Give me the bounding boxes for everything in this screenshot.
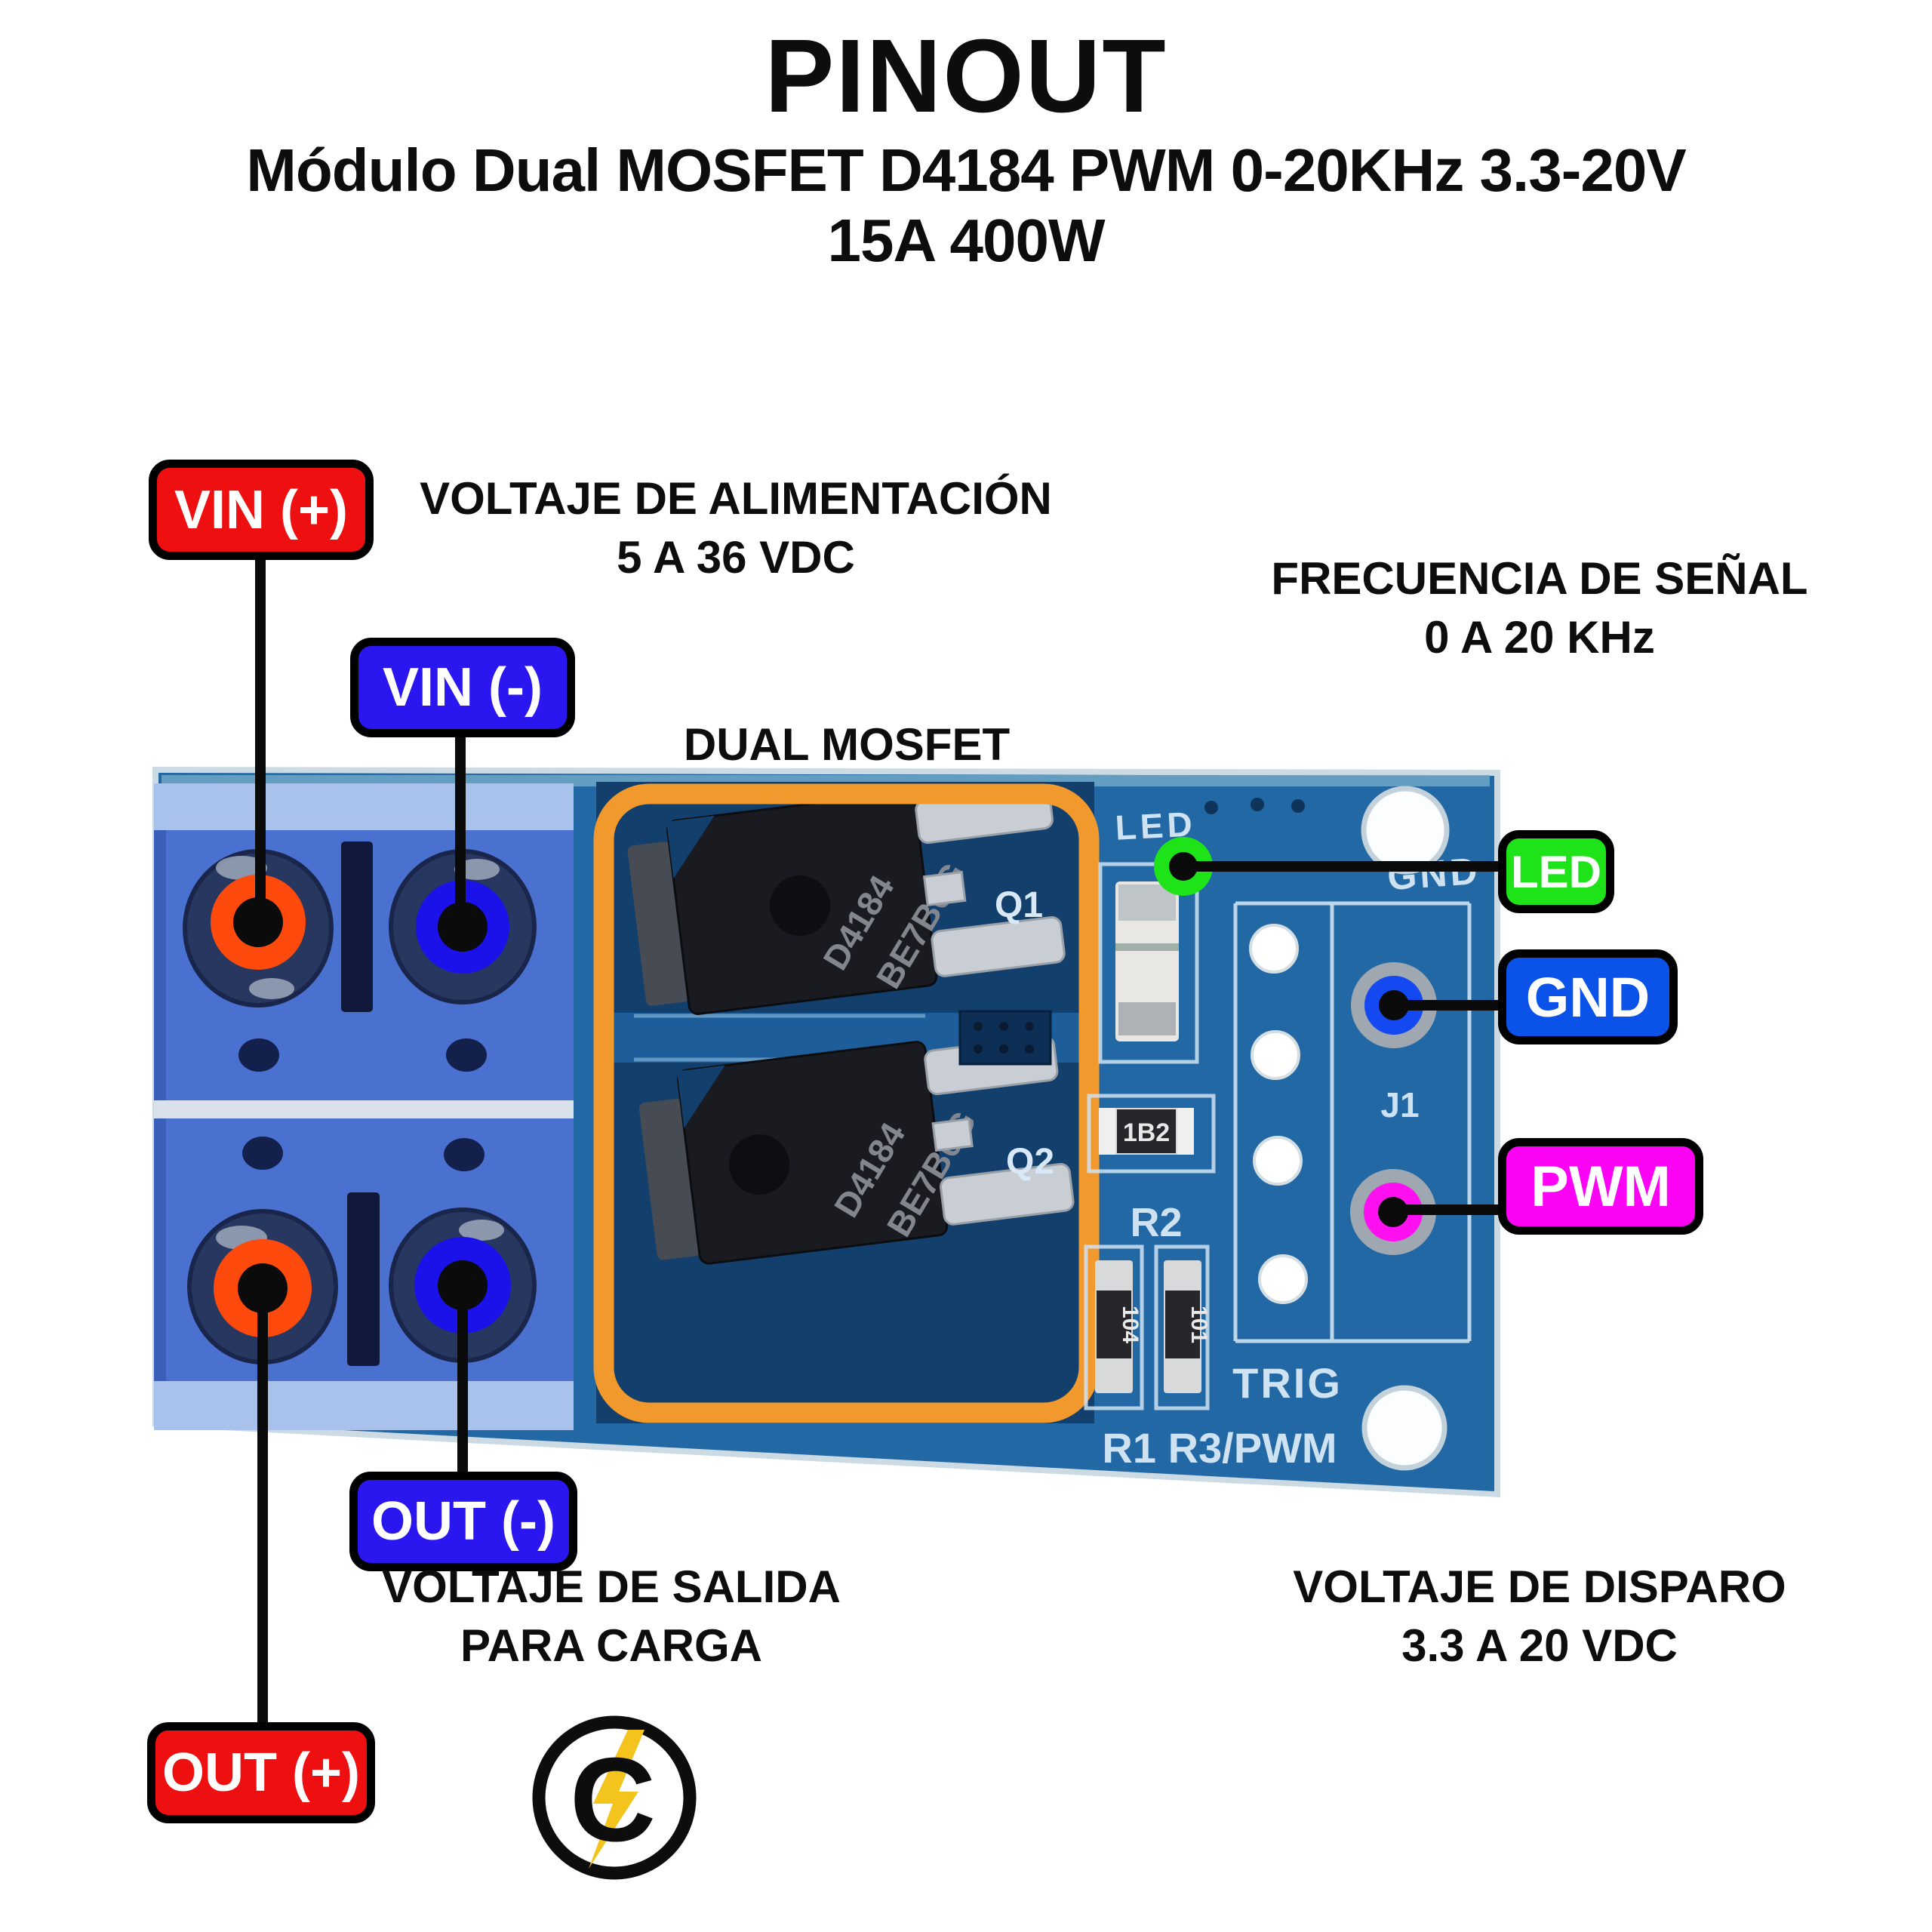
silkscreen-q2: Q2 <box>1006 1142 1054 1182</box>
note-output-line1: VOLTAJE DE SALIDA <box>382 1561 841 1612</box>
wire-pwm <box>1395 1204 1505 1215</box>
mounting-hole-bottom <box>1361 1385 1447 1471</box>
smd-component <box>958 1010 1052 1066</box>
wire-out-minus <box>457 1283 468 1479</box>
r3-resistor: 101 <box>1154 1244 1211 1411</box>
page-title: PINOUT <box>764 18 1168 134</box>
j1-outline <box>1233 901 1472 1343</box>
pin-label-out-minus: OUT (-) <box>349 1472 577 1571</box>
r2-resistor: 1B2 <box>1087 1094 1216 1174</box>
r3-marking: 101 <box>1186 1306 1211 1343</box>
pin-label-vin-minus: VIN (-) <box>350 638 575 737</box>
pin-label-out-plus: OUT (+) <box>147 1722 375 1823</box>
tiny-holes <box>1204 798 1305 814</box>
terminal-small-holes <box>238 1038 487 1171</box>
note-dual-mosfet: DUAL MOSFET <box>620 715 1073 774</box>
wire-vin-minus <box>455 724 466 928</box>
note-trigger-voltage: VOLTAJE DE DISPARO 3.3 A 20 VDC <box>1238 1558 1841 1675</box>
r1-marking: 104 <box>1118 1306 1143 1343</box>
note-output-line2: PARA CARGA <box>460 1620 762 1671</box>
page-subtitle: Módulo Dual MOSFET D4184 PWM 0-20KHz 3.3… <box>0 136 1932 276</box>
pin-label-gnd: GND <box>1498 949 1678 1044</box>
note-frequency-line2: 0 A 20 KHz <box>1424 612 1655 663</box>
silkscreen-trig: TRIG <box>1232 1359 1343 1407</box>
note-trigger-line2: 3.3 A 20 VDC <box>1401 1620 1678 1671</box>
pin-label-vin-plus: VIN (+) <box>149 460 374 560</box>
wire-vin-plus <box>255 551 266 924</box>
wire-led <box>1185 861 1505 872</box>
silkscreen-j1: J1 <box>1380 1085 1419 1124</box>
led-component <box>1098 862 1199 1064</box>
r2-marking: 1B2 <box>1123 1118 1170 1147</box>
subtitle-line1: Módulo Dual MOSFET D4184 PWM 0-20KHz 3.3… <box>246 137 1686 204</box>
brand-logo: C <box>532 1715 697 1880</box>
note-signal-frequency: FRECUENCIA DE SEÑAL 0 A 20 KHz <box>1200 549 1879 667</box>
terminal-divider-top <box>341 841 373 1012</box>
lightning-bolt-icon <box>589 1730 645 1869</box>
pin-label-led: LED <box>1498 830 1614 913</box>
note-output-voltage: VOLTAJE DE SALIDA PARA CARGA <box>309 1558 913 1675</box>
subtitle-line2: 15A 400W <box>827 206 1106 274</box>
terminal-divider-bottom <box>347 1192 380 1366</box>
silkscreen-q1: Q1 <box>995 885 1043 925</box>
mosfet-q1: D4184 BE7B6G <box>627 785 1066 1015</box>
dual-mosfet-caption: DUAL MOSFET <box>683 719 1011 770</box>
note-supply-line2: 5 A 36 VDC <box>617 532 855 583</box>
pwm-pad <box>1350 1169 1436 1255</box>
note-frequency-line1: FRECUENCIA DE SEÑAL <box>1271 553 1808 604</box>
note-supply-voltage: VOLTAJE DE ALIMENTACIÓN 5 A 36 VDC <box>396 469 1075 587</box>
r1-resistor: 104 <box>1084 1244 1144 1411</box>
note-supply-line1: VOLTAJE DE ALIMENTACIÓN <box>420 473 1052 524</box>
pin-label-pwm: PWM <box>1498 1138 1703 1235</box>
mounting-hole-top <box>1361 786 1450 875</box>
logo-letter: C <box>570 1734 656 1866</box>
terminal-seam <box>154 1100 574 1118</box>
wire-out-plus <box>257 1287 268 1728</box>
wire-gnd <box>1392 1000 1505 1011</box>
mosfet-module-board: D4184 BE7B6G Q1 D4184 BE7B6G Q2 <box>152 767 1500 1497</box>
led-dot <box>1154 837 1213 896</box>
note-trigger-line1: VOLTAJE DE DISPARO <box>1293 1561 1786 1612</box>
silkscreen-r1-r3-pwm: R1 R3/PWM <box>1102 1424 1337 1472</box>
plated-holes <box>1249 924 1308 1304</box>
silkscreen-r2: R2 <box>1130 1200 1182 1245</box>
